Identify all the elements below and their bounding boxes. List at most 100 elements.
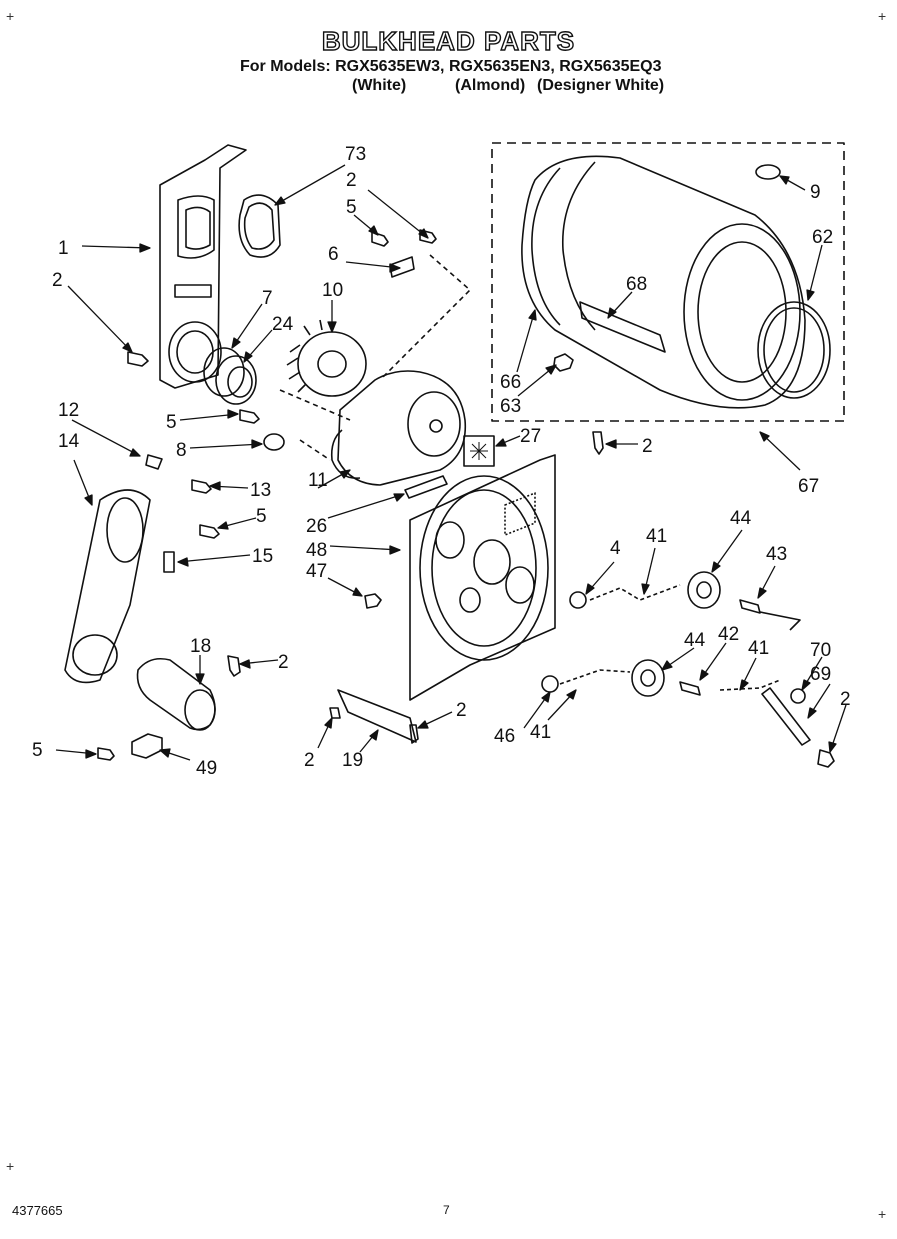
washer-4 xyxy=(569,591,587,609)
callout-6: 6 xyxy=(328,244,339,265)
screw-2-left xyxy=(127,351,149,367)
callout-5-c: 5 xyxy=(256,506,267,527)
roller-44-upper xyxy=(687,571,721,609)
bracket-49 xyxy=(131,733,163,759)
bracket-6 xyxy=(389,256,415,278)
vent-18 xyxy=(136,657,216,731)
roller-44-lower xyxy=(631,659,665,697)
callout-24: 24 xyxy=(272,314,294,335)
callout-41-c: 41 xyxy=(530,722,551,743)
screw-2-top xyxy=(419,229,437,244)
screw-5-mid xyxy=(239,409,260,424)
callout-2-e: 2 xyxy=(840,689,851,710)
callout-69: 69 xyxy=(810,664,831,685)
bracket-19 xyxy=(337,689,417,743)
callout-2-d: 2 xyxy=(278,652,289,673)
screw-5-lower xyxy=(199,524,220,539)
callout-2-a: 2 xyxy=(346,170,357,191)
cap-9 xyxy=(755,164,781,180)
document-number: 4377665 xyxy=(12,1203,63,1218)
pad-26 xyxy=(404,475,448,499)
callout-10: 10 xyxy=(322,280,343,301)
exhaust-duct xyxy=(64,489,151,684)
callout-73: 73 xyxy=(345,144,366,165)
screw-2-mid xyxy=(227,655,241,677)
callout-5-a: 5 xyxy=(346,197,357,218)
shaft-42 xyxy=(679,681,701,696)
callout-2-f: 2 xyxy=(456,700,467,721)
color-designer-label: (Designer White) xyxy=(537,77,665,94)
screw-5-top xyxy=(371,231,389,247)
page-title: BULKHEAD PARTS xyxy=(321,25,576,56)
callout-19: 19 xyxy=(342,750,363,771)
callout-46: 46 xyxy=(494,726,515,747)
drum-seal-ring xyxy=(757,301,831,399)
seal-ring xyxy=(238,194,281,258)
part-8 xyxy=(263,433,285,451)
callout-41-b: 41 xyxy=(748,638,769,659)
corner-mark-bl: + xyxy=(6,1158,15,1174)
rear-bulkhead xyxy=(409,454,556,701)
corner-mark-tl: + xyxy=(6,8,15,24)
callout-68: 68 xyxy=(626,274,647,295)
callout-66: 66 xyxy=(500,372,521,393)
callout-8: 8 xyxy=(176,440,187,461)
washer-46 xyxy=(541,675,559,693)
callout-26: 26 xyxy=(306,516,327,537)
callout-1: 1 xyxy=(58,238,69,259)
screw-13 xyxy=(191,479,212,494)
shaft-43 xyxy=(739,599,761,614)
callout-41-a: 41 xyxy=(646,526,667,547)
callout-18: 18 xyxy=(190,636,211,657)
corner-mark-br: + xyxy=(878,1206,887,1222)
callout-70: 70 xyxy=(810,640,831,661)
front-bulkhead-panel xyxy=(159,144,247,389)
callout-2-b: 2 xyxy=(52,270,63,291)
corner-mark-tr: + xyxy=(878,8,887,24)
callout-14: 14 xyxy=(58,431,80,452)
callout-48: 48 xyxy=(306,540,327,561)
callout-5-d: 5 xyxy=(32,740,43,761)
callout-15: 15 xyxy=(252,546,273,567)
page-number: 7 xyxy=(443,1203,450,1217)
washer-70 xyxy=(790,688,806,704)
callout-44-b: 44 xyxy=(684,630,706,651)
callout-63: 63 xyxy=(500,396,521,417)
nut-63 xyxy=(553,353,574,372)
callout-2-g: 2 xyxy=(304,750,315,771)
callout-7: 7 xyxy=(262,288,273,309)
clip-15 xyxy=(163,551,175,573)
models-line: For Models: RGX5635EW3, RGX5635EN3, RGX5… xyxy=(240,58,662,75)
wiring-dashed-1 xyxy=(381,254,471,379)
screw-2-far-right xyxy=(817,749,835,768)
clip-12 xyxy=(145,454,163,470)
part-47 xyxy=(364,593,382,609)
screw-2-lower xyxy=(409,724,419,744)
ring-24 xyxy=(215,355,257,405)
callout-42: 42 xyxy=(718,624,739,645)
blower-housing xyxy=(330,370,467,486)
color-white-label: (White) xyxy=(352,77,407,94)
callout-13: 13 xyxy=(250,480,271,501)
callout-12: 12 xyxy=(58,400,79,421)
label-27 xyxy=(463,435,495,467)
color-almond-label: (Almond) xyxy=(455,77,526,94)
screw-5-bottom xyxy=(97,747,115,761)
screw-2-bottom xyxy=(329,707,341,719)
callout-4: 4 xyxy=(610,538,621,559)
callout-2-c: 2 xyxy=(642,436,653,457)
leader-lines xyxy=(55,164,847,761)
drum xyxy=(521,155,806,409)
callout-27: 27 xyxy=(520,426,541,447)
wiring-dashed-2 xyxy=(279,389,351,461)
drum-group-box xyxy=(491,142,845,422)
ring-7 xyxy=(203,347,245,397)
blower-wheel xyxy=(286,319,367,397)
callout-49: 49 xyxy=(196,758,217,779)
callout-9: 9 xyxy=(810,182,821,203)
bracket-69 xyxy=(761,687,811,746)
callout-62: 62 xyxy=(812,227,833,248)
callout-43: 43 xyxy=(766,544,787,565)
screw-2-right xyxy=(592,431,604,455)
